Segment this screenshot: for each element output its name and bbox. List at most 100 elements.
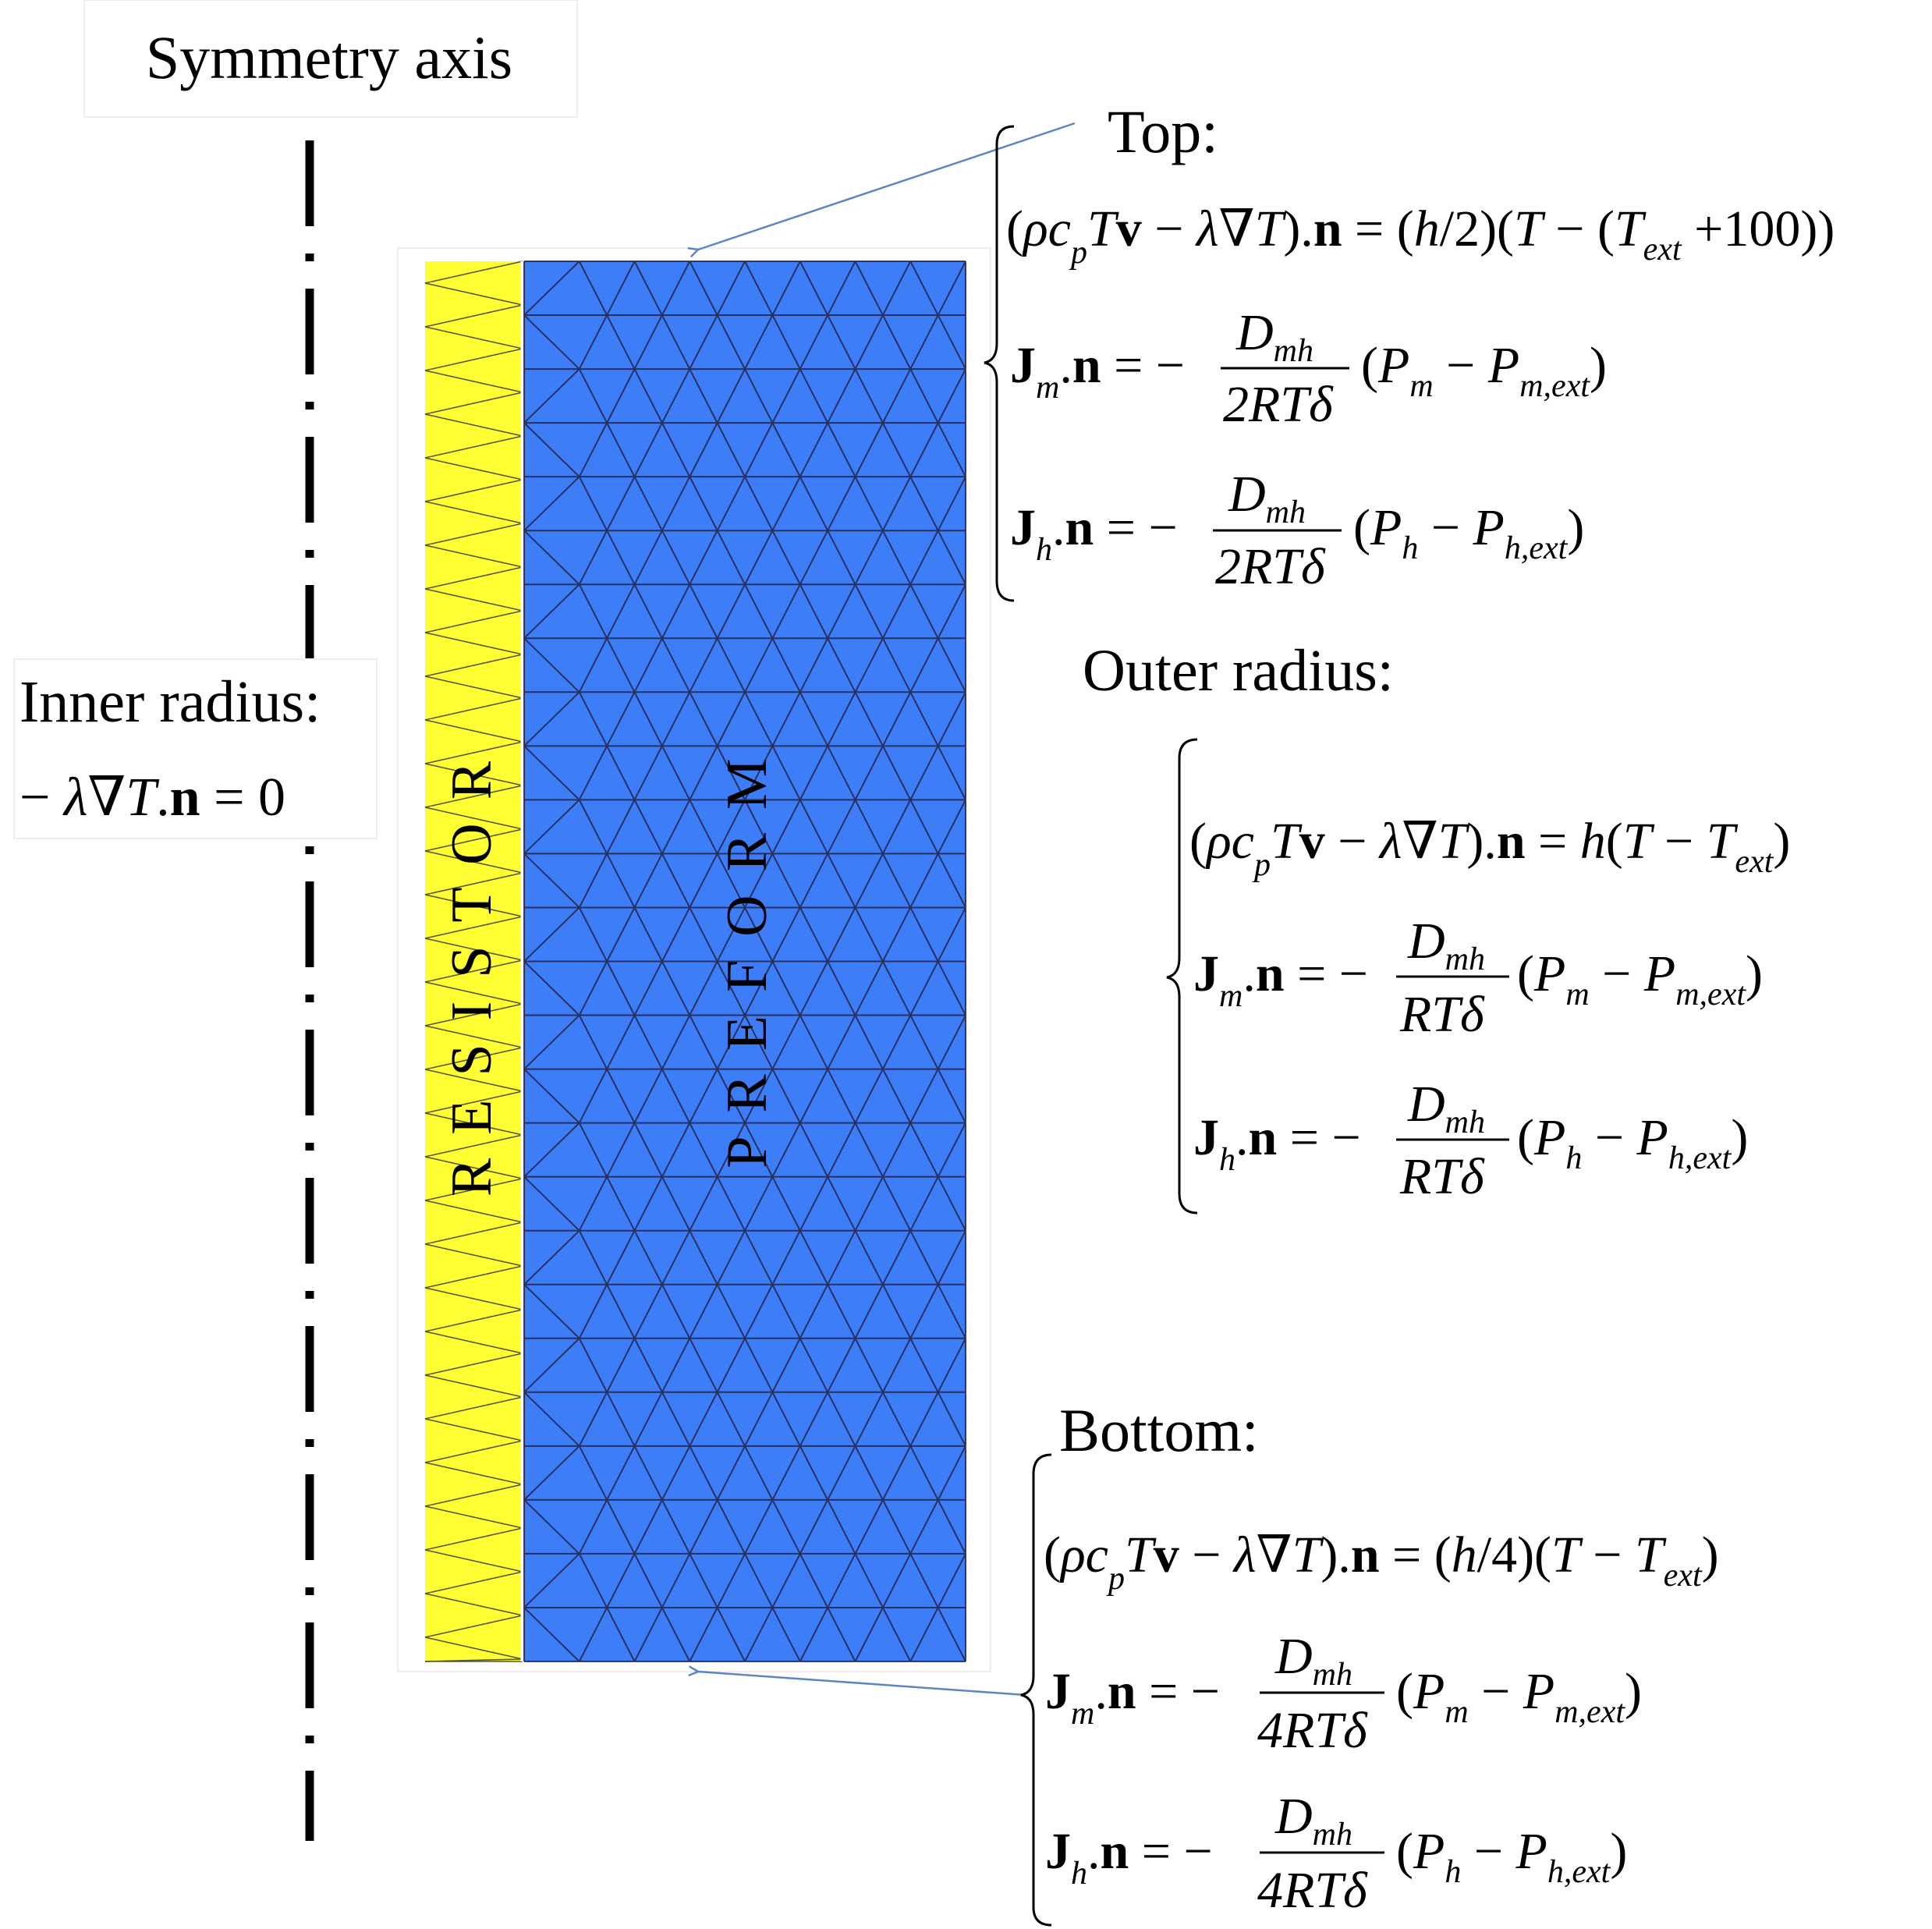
bottom-jh-denominator: 4RTδ — [1257, 1862, 1368, 1919]
preform-mesh-edge — [744, 853, 774, 908]
preform-mesh-edge — [799, 530, 829, 585]
top-jm-numerator: Dmh — [1235, 304, 1313, 369]
preform-mesh-edge — [523, 1553, 580, 1608]
resistor-mesh-edge — [424, 872, 523, 895]
resistor-mesh-edge — [424, 501, 523, 524]
resistor-mesh-edge — [424, 1156, 523, 1179]
preform-mesh-edge — [578, 907, 608, 962]
preform-mesh-edge — [771, 799, 801, 854]
preform-mesh-edge — [909, 907, 939, 962]
preform-mesh-edge — [661, 1122, 691, 1178]
preform-mesh-edge — [854, 1284, 884, 1339]
preform-mesh-edge — [578, 261, 608, 316]
outer-jm-equation: Jm.n = − — [1193, 945, 1368, 1014]
preform-mesh-edge — [578, 422, 608, 477]
preform-mesh-edge — [854, 1499, 884, 1555]
preform-mesh-edge — [799, 1284, 829, 1339]
preform-mesh-edge — [881, 745, 912, 800]
preform-mesh-edge — [689, 1553, 718, 1608]
preform-mesh-edge — [854, 1445, 884, 1501]
preform-mesh-edge — [744, 583, 774, 639]
resistor-mesh-edge — [424, 1593, 523, 1616]
preform-mesh-edge — [661, 1284, 691, 1339]
preform-mesh-edge — [937, 1122, 966, 1178]
preform-mesh-edge — [633, 1553, 663, 1608]
preform-mesh-edge — [854, 261, 884, 316]
preform-mesh-edge — [689, 853, 718, 908]
preform-mesh-edge — [744, 799, 774, 854]
preform-mesh-edge — [909, 799, 939, 854]
preform-mesh-edge — [523, 1392, 580, 1447]
preform-mesh-edge — [578, 1607, 608, 1662]
preform-mesh-edge — [689, 1499, 718, 1555]
preform-mesh-edge — [744, 1069, 774, 1124]
bottom-equations: (ρcpTv − λ∇T).n = (h/4)(T − Text) Jm.n =… — [1044, 1527, 1719, 1919]
resistor-mesh-edge — [424, 1549, 523, 1573]
preform-mesh-edge — [661, 907, 691, 962]
resistor-mesh-edge — [424, 413, 523, 437]
resistor-mesh-edge — [424, 523, 523, 546]
preform-mesh-edge — [523, 368, 580, 424]
outer-jm-numerator: Dmh — [1407, 913, 1485, 977]
bottom-brace — [1020, 1453, 1052, 1927]
resistor-mesh-edge — [424, 807, 523, 830]
preform-mesh-edge — [606, 1122, 636, 1178]
preform-mesh-edge — [854, 1392, 884, 1447]
preform-mesh-edge — [827, 583, 856, 639]
preform-mesh-edge — [909, 1284, 939, 1339]
preform-mesh-edge — [661, 1230, 691, 1285]
preform-mesh-edge — [827, 1392, 856, 1447]
outer-jh-equation: Jh.n = − — [1193, 1109, 1361, 1178]
preform-mesh-edge — [716, 476, 746, 531]
preform-mesh-edge — [744, 1284, 774, 1339]
preform-mesh-edge — [661, 1445, 691, 1501]
resistor-mesh-edge — [424, 676, 523, 699]
preform-mesh-edge — [661, 476, 691, 531]
preform-mesh-edge — [716, 583, 746, 639]
preform-mesh-edge — [716, 1392, 746, 1447]
preform-mesh-edge — [854, 637, 884, 693]
resistor-mesh-edge — [424, 1396, 523, 1420]
preform-mesh-edge — [881, 907, 912, 962]
preform-mesh-edge — [716, 691, 746, 746]
bottom-jh-numerator: Dmh — [1274, 1788, 1352, 1853]
preform-mesh-edge — [689, 1392, 718, 1447]
preform-mesh-edge — [716, 1069, 746, 1124]
preform-mesh-edge — [827, 907, 856, 962]
preform-mesh-edge — [937, 853, 966, 908]
preform-mesh-edge — [633, 368, 663, 424]
preform-mesh-edge — [881, 314, 912, 370]
preform-mesh-edge — [937, 1176, 966, 1232]
top-jm-equation: Jm.n = − — [1010, 337, 1185, 406]
preform-mesh-edge — [716, 422, 746, 477]
symmetry-axis-label-box — [83, 0, 578, 118]
preform-mesh-edge — [937, 1607, 966, 1662]
resistor-mesh-edge — [424, 1440, 523, 1463]
preform-mesh-edge — [606, 1392, 636, 1447]
preform-mesh-edge — [578, 1553, 608, 1608]
resistor-mesh-edge — [424, 719, 523, 743]
preform-mesh-edge — [909, 314, 939, 370]
outer-radius-label: Outer radius: — [1083, 638, 1394, 704]
outer-heat-equation: (ρcpTv − λ∇T).n = h(T − Text) — [1189, 813, 1790, 883]
preform-mesh-edge — [827, 745, 856, 800]
preform-mesh-edge — [937, 1015, 966, 1070]
preform-mesh-edge — [578, 961, 608, 1016]
preform-mesh-edge — [633, 1015, 663, 1070]
preform-mesh-edge — [854, 1230, 884, 1285]
resistor-mesh-edge — [424, 370, 523, 393]
preform-mesh-edge — [854, 853, 884, 908]
preform-mesh-edge — [854, 476, 884, 531]
preform-mesh-edge — [771, 1338, 801, 1393]
preform-mesh-edge — [771, 422, 801, 477]
outer-equations: (ρcpTv − λ∇T).n = h(T − Text) Jm.n = − D… — [1189, 813, 1790, 1205]
preform-mesh-edge — [937, 1499, 966, 1555]
preform-mesh-edge — [661, 422, 691, 477]
preform-mesh-edge — [633, 853, 663, 908]
preform-mesh-edge — [716, 1015, 746, 1070]
preform-mesh-edge — [716, 637, 746, 693]
resistor-mesh-edge — [424, 1527, 523, 1551]
preform-mesh-edge — [578, 637, 608, 693]
top-jh-equation: Jh.n = − — [1010, 499, 1178, 568]
preform-mesh-edge — [523, 960, 580, 1016]
